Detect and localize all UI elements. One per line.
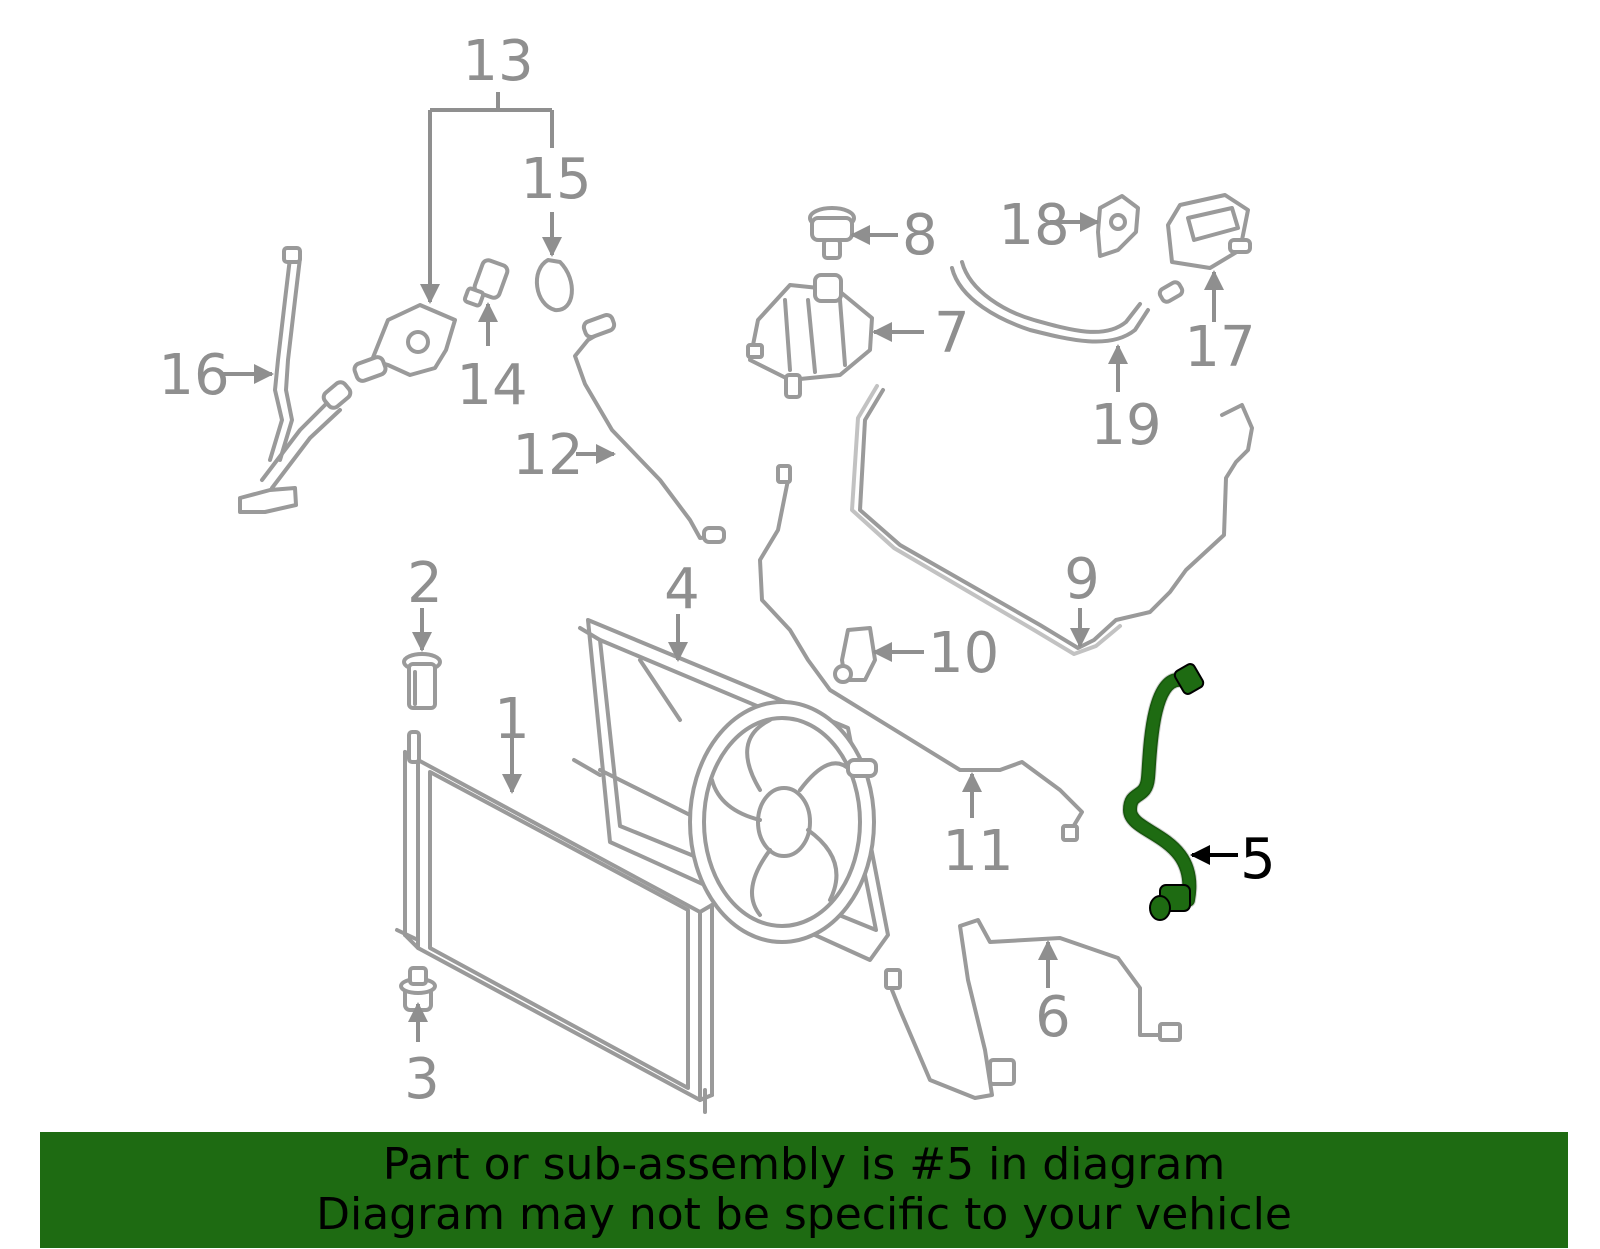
- part-11-coolant-tube[interactable]: [758, 464, 1084, 842]
- callout-6[interactable]: 6: [1035, 985, 1071, 1050]
- callout-9[interactable]: 9: [1064, 547, 1100, 612]
- callout-labels: 1 2 3 4 5 6 7 8 9 10 11 12 13 14 15 16 1…: [158, 29, 1275, 1112]
- part-3-lower-insulator[interactable]: [399, 966, 437, 1012]
- part-17-valve[interactable]: [1157, 193, 1252, 304]
- part-8-reservoir-cap[interactable]: [808, 206, 856, 260]
- part-4-fan-assembly[interactable]: [572, 618, 890, 962]
- part-15-o-ring[interactable]: [534, 258, 574, 312]
- part-10-bracket[interactable]: [833, 626, 877, 684]
- part-13-thermostat-housing[interactable]: [352, 303, 457, 383]
- part-14-sensor[interactable]: [462, 258, 510, 308]
- callout-18[interactable]: 18: [998, 193, 1069, 258]
- callout-15[interactable]: 15: [520, 147, 591, 212]
- callout-11[interactable]: 11: [942, 819, 1013, 884]
- part-12-coolant-tube[interactable]: [573, 313, 726, 544]
- banner-line-1: Part or sub-assembly is #5 in diagram: [382, 1139, 1226, 1190]
- part-9-coolant-tube[interactable]: [850, 384, 1254, 656]
- part-16-hose-assembly[interactable]: [238, 246, 353, 514]
- part-1-radiator[interactable]: [395, 730, 714, 1114]
- callout-2[interactable]: 2: [407, 551, 443, 616]
- callout-8[interactable]: 8: [902, 203, 938, 268]
- part-5-coolant-hose[interactable]: [1121, 662, 1205, 921]
- callout-14[interactable]: 14: [456, 353, 527, 418]
- part-19-hose[interactable]: [950, 260, 1150, 344]
- callout-12[interactable]: 12: [512, 423, 583, 488]
- part-2-upper-mount-bushing[interactable]: [402, 652, 442, 710]
- part-7-coolant-reservoir[interactable]: [746, 273, 874, 399]
- part-18-bracket[interactable]: [1096, 194, 1140, 258]
- callout-17[interactable]: 17: [1184, 315, 1255, 380]
- callout-16[interactable]: 16: [158, 343, 229, 408]
- callout-7[interactable]: 7: [934, 301, 970, 366]
- info-banner: Part or sub-assembly is #5 in diagram Di…: [40, 1132, 1568, 1248]
- banner-line-2: Diagram may not be specific to your vehi…: [316, 1189, 1292, 1240]
- part-6-wiring-harness[interactable]: [884, 918, 1182, 1100]
- callout-3[interactable]: 3: [404, 1047, 440, 1112]
- leader-lines: [220, 92, 1238, 1042]
- callout-13[interactable]: 13: [462, 29, 533, 94]
- callout-1[interactable]: 1: [494, 687, 530, 752]
- callout-5[interactable]: 5: [1240, 827, 1276, 892]
- callout-10[interactable]: 10: [928, 621, 999, 686]
- callout-19[interactable]: 19: [1090, 393, 1161, 458]
- callout-4[interactable]: 4: [664, 557, 700, 622]
